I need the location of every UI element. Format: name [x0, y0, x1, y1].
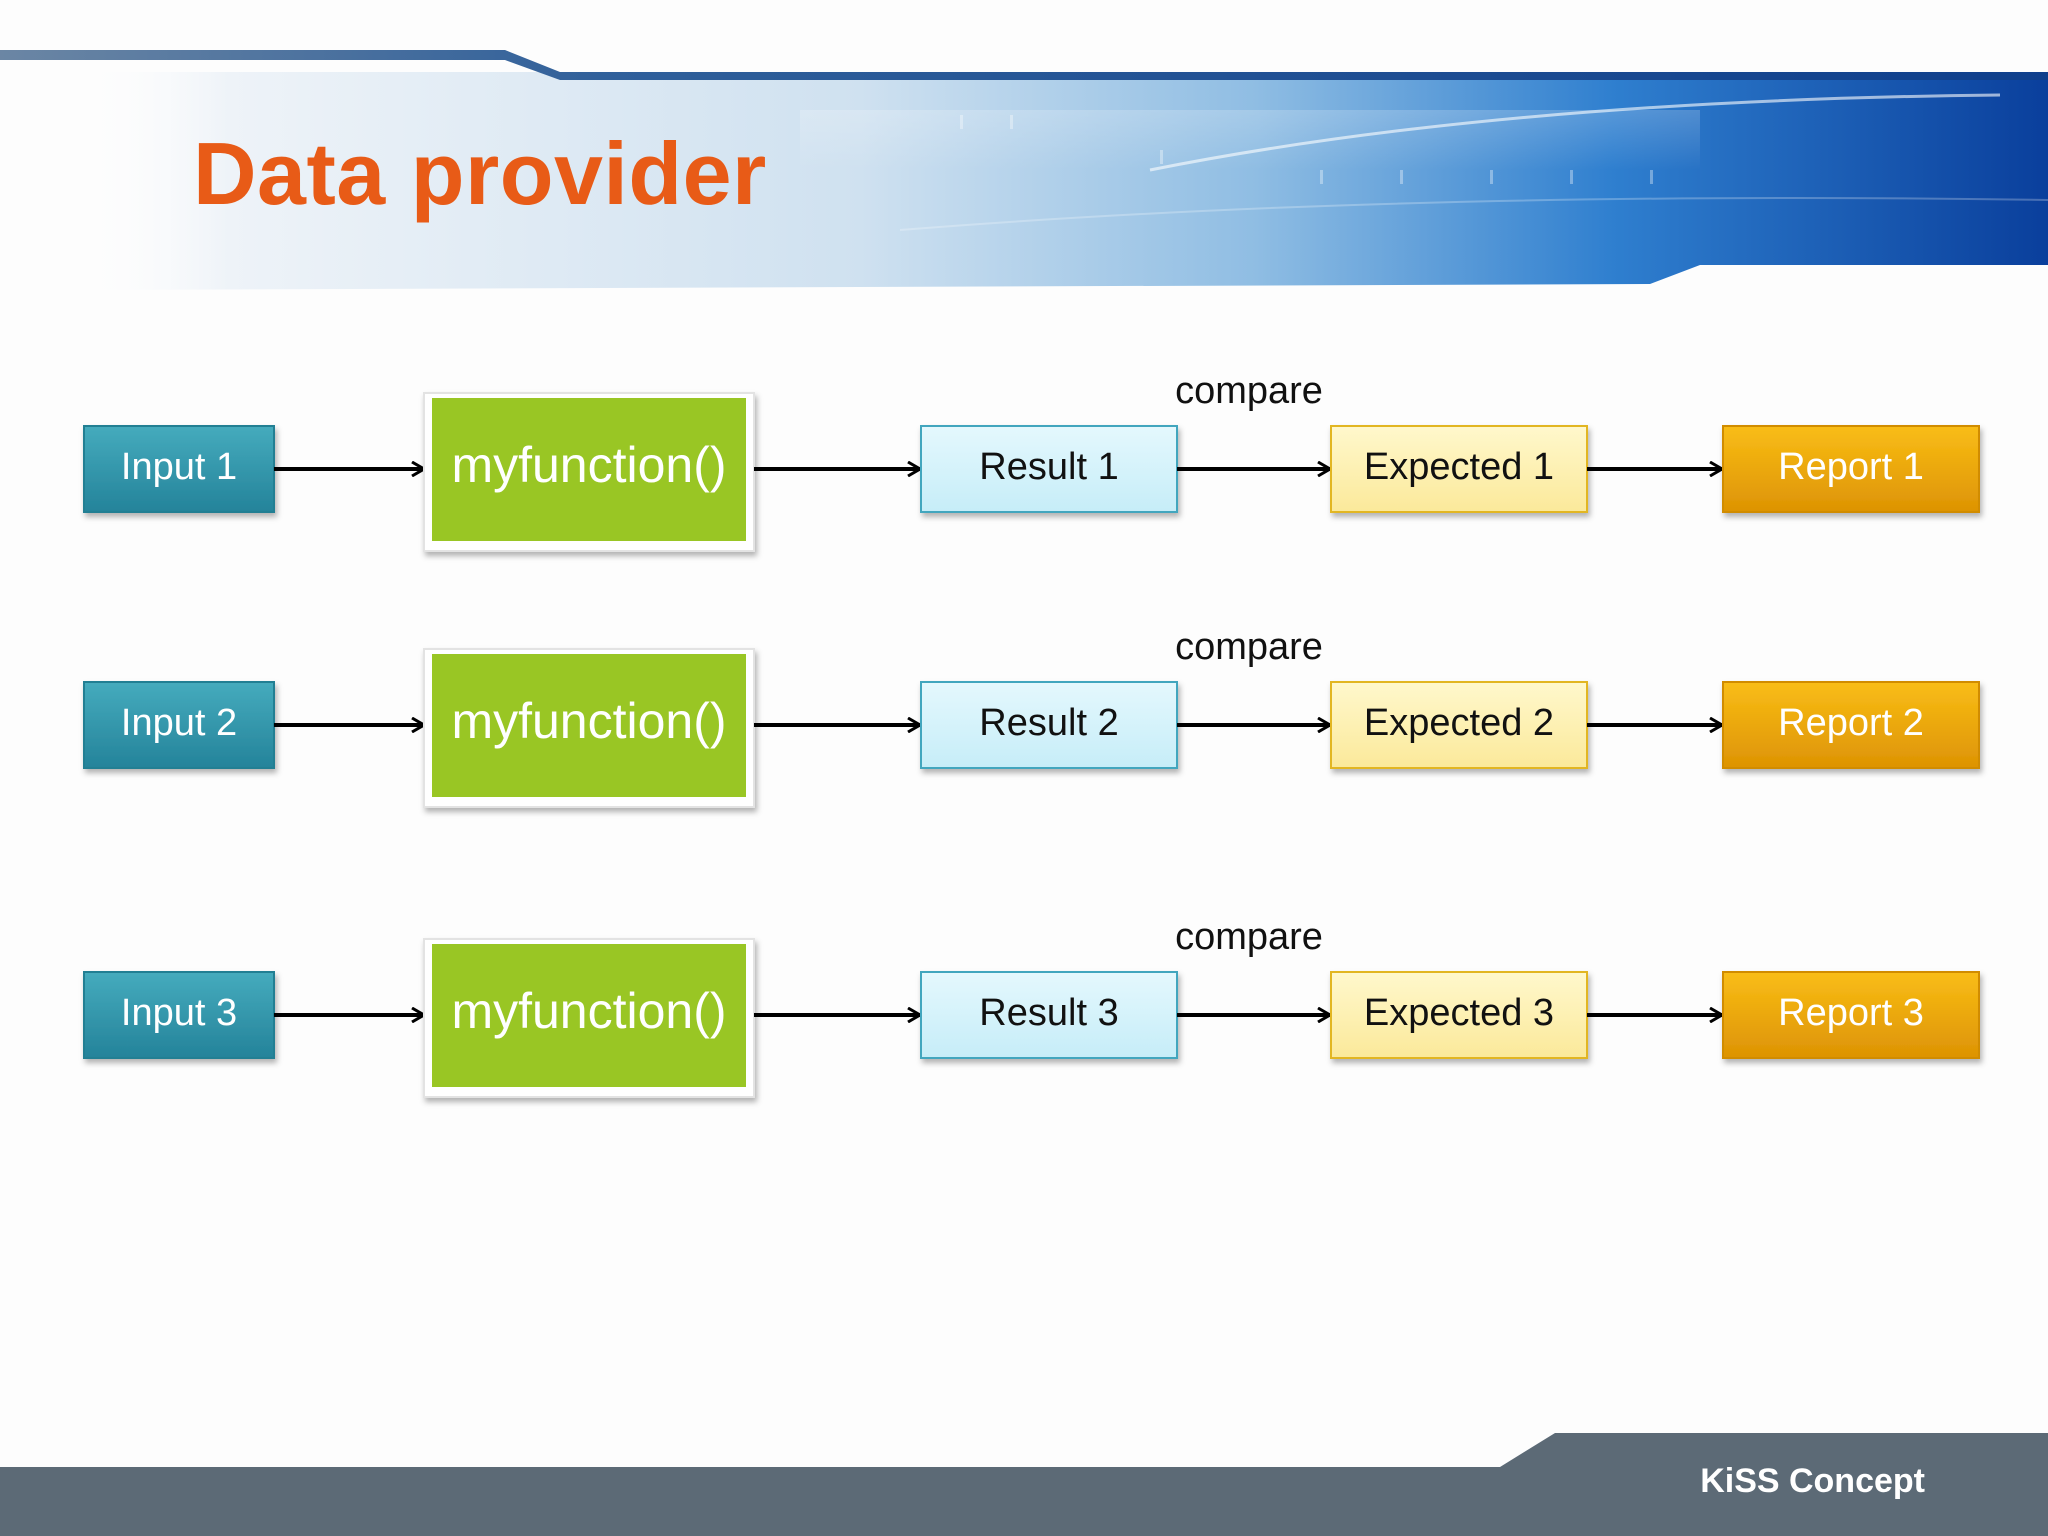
result-box: [920, 425, 1178, 513]
function-box: [432, 654, 746, 797]
function-label: myfunction(): [451, 693, 726, 749]
function-label: myfunction(): [451, 983, 726, 1039]
report-box: [1722, 971, 1980, 1059]
function-box: [432, 944, 746, 1087]
footer-brand-label: KiSS Concept: [1700, 1462, 1925, 1500]
function-box: [432, 398, 746, 541]
expected-box: [1330, 971, 1588, 1059]
flow-row-3: Input 3 myfunction() Result 3 compare Ex…: [83, 916, 1980, 1098]
input-box: [83, 681, 275, 769]
input-box: [83, 971, 275, 1059]
result-box: [920, 681, 1178, 769]
report-label: Report 1: [1778, 446, 1924, 488]
result-label: Result 2: [979, 702, 1118, 744]
compare-label: compare: [1175, 370, 1323, 412]
report-box: [1722, 425, 1980, 513]
flow-row-1: Input 1 myfunction() Result 1 compare Ex…: [83, 370, 1980, 552]
header-banner: [0, 50, 2048, 290]
function-label: myfunction(): [451, 437, 726, 493]
flow-row-2: Input 2 myfunction() Result 2 compare Ex…: [83, 626, 1980, 808]
report-box: [1722, 681, 1980, 769]
result-label: Result 1: [979, 446, 1118, 488]
footer-band: [0, 1433, 2048, 1536]
input-label: Input 1: [121, 446, 237, 488]
expected-box: [1330, 425, 1588, 513]
result-label: Result 3: [979, 992, 1118, 1034]
report-label: Report 3: [1778, 992, 1924, 1034]
expected-label: Expected 3: [1364, 992, 1554, 1034]
page-title: Data provider: [193, 124, 767, 223]
compare-label: compare: [1175, 916, 1323, 958]
expected-label: Expected 2: [1364, 702, 1554, 744]
input-label: Input 3: [121, 992, 237, 1034]
input-label: Input 2: [121, 702, 237, 744]
report-label: Report 2: [1778, 702, 1924, 744]
compare-label: compare: [1175, 626, 1323, 668]
expected-label: Expected 1: [1364, 446, 1554, 488]
